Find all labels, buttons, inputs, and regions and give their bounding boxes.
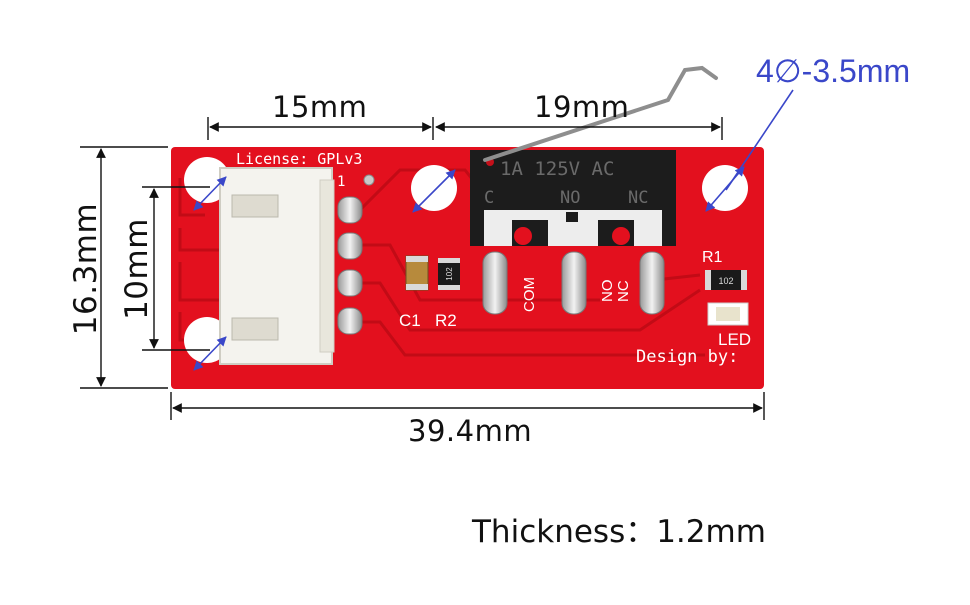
c1-label: C1 <box>399 311 421 330</box>
dim-16-3mm: 16.3mm <box>68 202 104 336</box>
nc-pin-label: NC <box>615 280 632 302</box>
switch-nc-label: NC <box>628 188 648 208</box>
resistor-r1: 102 <box>705 270 747 290</box>
led <box>707 302 749 326</box>
switch-pins <box>482 251 665 315</box>
thickness-label: Thickness：1.2mm <box>472 514 766 550</box>
dim-15mm: 15mm <box>272 90 368 124</box>
mounting-hole <box>411 165 457 211</box>
capacitor-c1 <box>405 255 429 291</box>
hole-diameter-arrows <box>193 89 794 371</box>
via <box>363 174 375 186</box>
jst-connector <box>219 167 335 365</box>
design-by-label: Design by: <box>636 347 738 367</box>
dim-39-4mm: 39.4mm <box>408 414 533 448</box>
connector-pins <box>337 196 363 335</box>
com-pin-label: COM <box>521 277 538 312</box>
switch-no-label: NO <box>560 188 580 208</box>
dim-10mm: 10mm <box>119 218 155 320</box>
r1-code: 102 <box>718 276 733 286</box>
dim-19mm: 19mm <box>534 90 630 124</box>
switch-rating: 1A 125V AC <box>500 158 614 180</box>
resistor-r2: 102 <box>438 258 460 290</box>
dim-hole-diameter: 4∅-3.5mm <box>756 53 911 89</box>
r1-label: R1 <box>702 249 723 266</box>
r2-code: 102 <box>445 267 454 281</box>
pin1-label: 1 <box>337 174 345 190</box>
switch-c-label: C <box>484 188 494 208</box>
r2-label: R2 <box>435 311 457 330</box>
license-label: License: GPLv3 <box>236 150 362 168</box>
no-pin-label: NO <box>599 280 616 303</box>
micro-switch <box>470 150 676 246</box>
switch-lever <box>483 65 718 162</box>
dimension-lines <box>80 117 765 420</box>
led-label: LED <box>718 330 751 349</box>
